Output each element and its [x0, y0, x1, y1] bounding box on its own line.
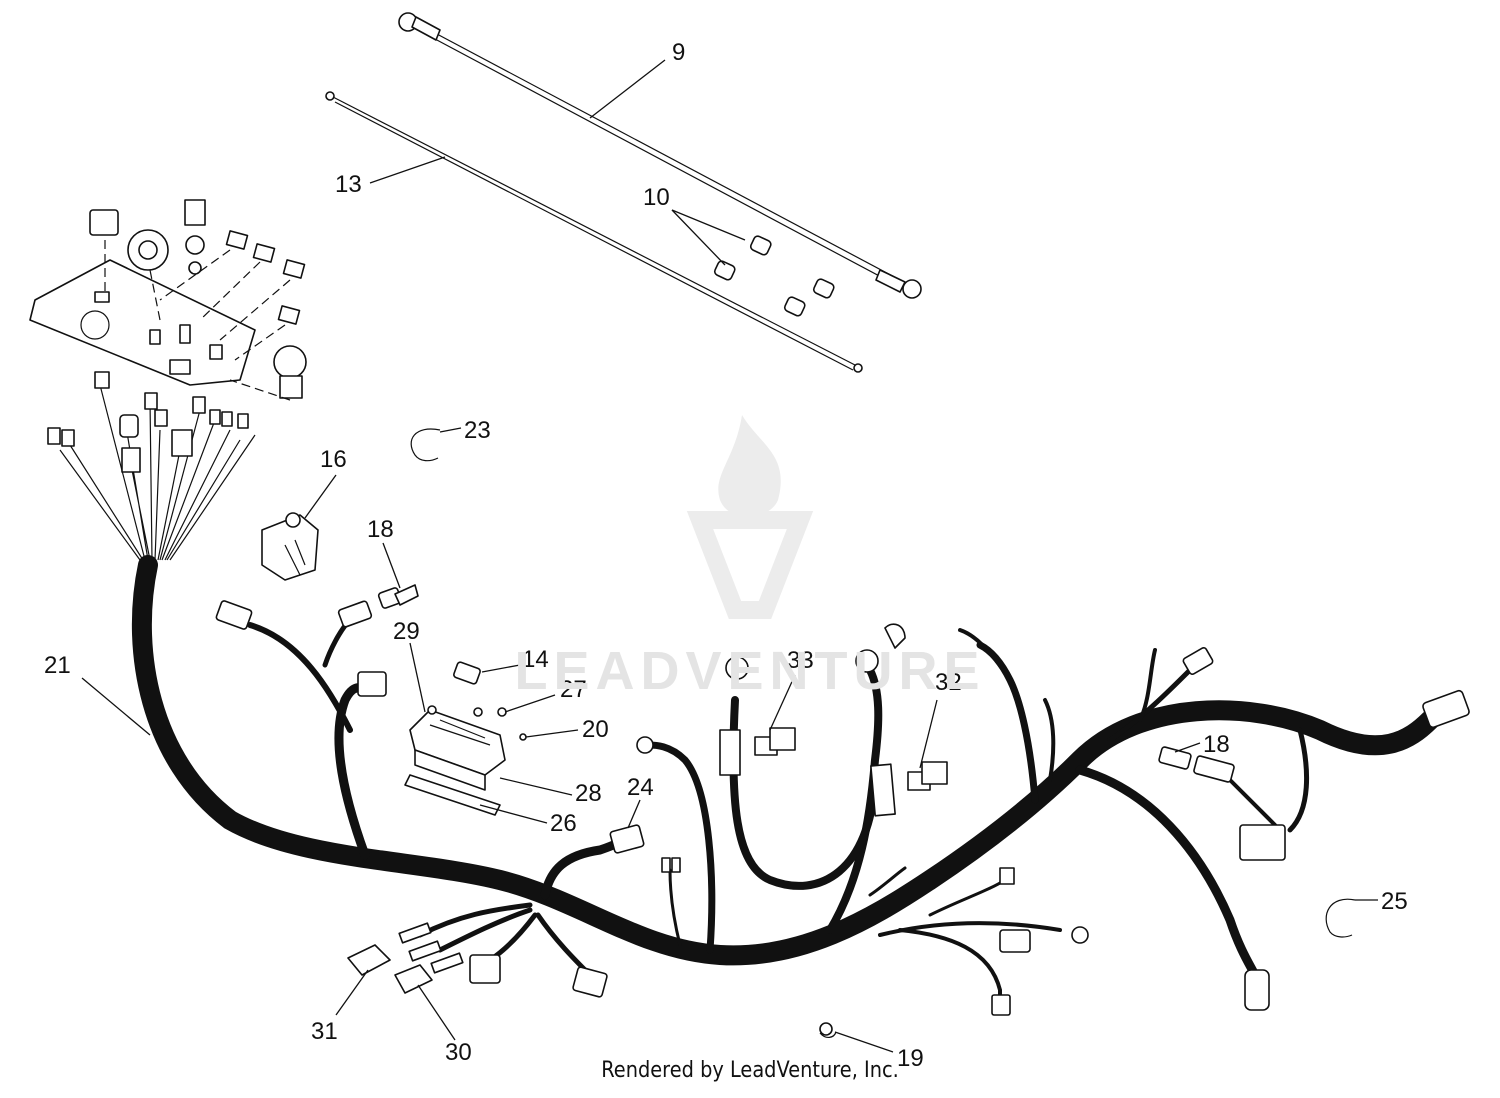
seat-switch-16 — [261, 512, 319, 581]
callout-20: 20 — [582, 716, 609, 743]
main-wire-harness-21 — [131, 555, 1440, 1012]
battery-cable-9 — [398, 12, 922, 299]
callout-18-upper: 18 — [367, 516, 394, 543]
callout-19: 19 — [897, 1045, 924, 1072]
terminal-boots-10 — [713, 235, 835, 317]
callout-33: 33 — [787, 647, 814, 674]
callout-31: 31 — [311, 1018, 338, 1045]
callout-labels: 9 13 10 23 16 18 21 29 14 27 20 28 26 24… — [44, 39, 1408, 1072]
callout-29: 29 — [393, 618, 420, 645]
leader-lines — [81, 59, 1378, 1053]
footer-credit: Rendered by LeadVenture, Inc. — [601, 1058, 899, 1083]
callout-10: 10 — [643, 184, 670, 211]
callout-24: 24 — [627, 774, 654, 801]
watermark-logo-icon — [686, 415, 814, 619]
callout-30: 30 — [445, 1039, 472, 1066]
callout-14: 14 — [522, 646, 549, 673]
callout-9: 9 — [672, 39, 685, 66]
fuse-block-29 — [404, 661, 527, 816]
harness-connectors — [215, 600, 1470, 1016]
relays-30-31 — [347, 944, 433, 994]
callout-25: 25 — [1381, 888, 1408, 915]
cable-ties-and-clip — [410, 428, 1356, 1038]
callout-23: 23 — [464, 417, 491, 444]
dash-panel-assembly — [29, 199, 307, 401]
callout-21: 21 — [44, 652, 71, 679]
callout-27: 27 — [560, 676, 587, 703]
watermark-text: LEADVENTURE — [514, 641, 986, 701]
callout-16: 16 — [320, 446, 347, 473]
dash-connector-fan — [47, 371, 256, 561]
callout-32: 32 — [935, 669, 962, 696]
callout-28: 28 — [575, 780, 602, 807]
callout-13: 13 — [335, 171, 362, 198]
callout-18-right: 18 — [1203, 731, 1230, 758]
ground-cable-13 — [325, 91, 863, 373]
callout-26: 26 — [550, 810, 577, 837]
relay-18-upper — [377, 584, 419, 609]
